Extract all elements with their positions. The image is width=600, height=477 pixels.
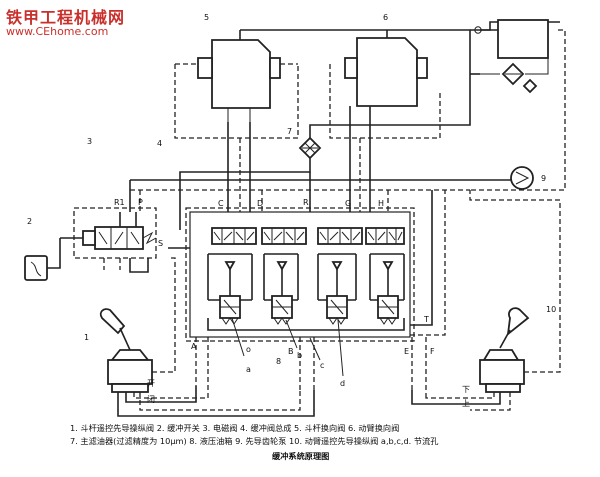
buffer-switch-2: [24, 255, 48, 281]
label-5: 5: [204, 13, 209, 22]
label-T: T: [423, 315, 429, 324]
label-B: B: [288, 347, 294, 356]
legend-line-2: 7. 主滤油器(过滤精度为 10μm) 8. 液压油箱 9. 先导齿轮泵 10.…: [70, 436, 439, 446]
label-open: 开: [147, 379, 155, 388]
legend-line-1: 1. 斗杆遥控先导操纵阀 2. 缓冲开关 3. 电磁阀 4. 缓冲阀总成 5. …: [70, 423, 400, 433]
watermark-title: 铁甲工程机械网: [6, 8, 126, 27]
label-orifice-a: a: [246, 365, 251, 374]
label-down: 下: [462, 385, 470, 394]
boom-directional-valve-6: [344, 37, 428, 107]
label-6: 6: [383, 13, 388, 22]
label-9: 9: [541, 174, 546, 183]
component-labels: 5 6 7 3 4 2 9 1 10 8 R1 P S R T o C D G …: [27, 13, 556, 408]
label-7: 7: [287, 127, 292, 136]
main-filter-7: [298, 136, 322, 160]
label-orifice-b: b: [297, 351, 302, 360]
label-G: G: [345, 199, 351, 208]
label-R1: R1: [114, 198, 125, 207]
label-up: 上: [462, 399, 470, 408]
label-10: 10: [546, 305, 556, 314]
boom-pilot-control-valve-10: [479, 307, 530, 393]
label-3: 3: [87, 137, 92, 146]
label-S: S: [158, 239, 163, 248]
label-8: 8: [276, 357, 281, 366]
label-4: 4: [157, 139, 162, 148]
label-C-left: C: [218, 199, 224, 208]
solenoid-valve-3: [82, 226, 157, 250]
label-H: H: [378, 199, 384, 208]
label-A: A: [191, 342, 197, 351]
label-R: R: [303, 198, 309, 207]
label-2: 2: [27, 217, 32, 226]
hydraulic-tank-box: [497, 19, 549, 59]
pilot-gear-pump-9: [510, 166, 534, 190]
label-orifice-c: c: [320, 361, 324, 370]
label-D: D: [257, 199, 263, 208]
label-o: o: [246, 345, 251, 354]
return-filters: [501, 62, 538, 94]
label-E: E: [404, 347, 409, 356]
stick-pilot-control-valve-1: [99, 308, 153, 393]
label-F: F: [430, 347, 435, 356]
figure-caption: 缓冲系统原理图: [272, 451, 330, 461]
stick-directional-valve-5: [197, 39, 281, 122]
label-orifice-d: d: [340, 379, 345, 388]
label-1: 1: [84, 333, 89, 342]
watermark-url: www.CEhome.com: [6, 25, 109, 38]
label-close: 闭: [147, 395, 155, 404]
label-P: P: [138, 198, 143, 207]
buffer-valve-assembly-4: [185, 207, 415, 342]
